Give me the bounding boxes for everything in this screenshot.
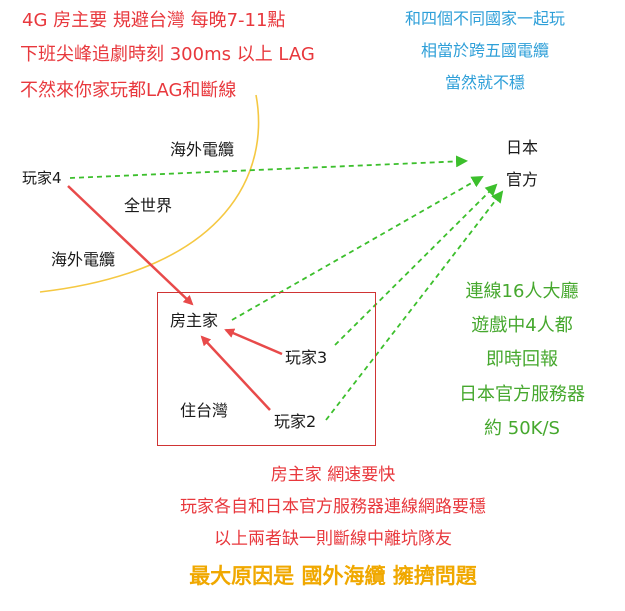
note-right-3: 即時回報 bbox=[486, 349, 558, 370]
note-top-left-3: 不然來你家玩都LAG和斷線 bbox=[20, 80, 237, 101]
arrow-player2-to-japan bbox=[325, 190, 504, 421]
world-boundary-arc bbox=[39, 94, 260, 293]
note-top-right-2: 相當於跨五國電纜 bbox=[420, 41, 550, 60]
label-world: 全世界 bbox=[124, 196, 173, 215]
arrow-host-to-japan bbox=[231, 176, 484, 321]
node-japan-official-1: 日本 bbox=[506, 138, 539, 157]
label-live-in-taiwan: 住台灣 bbox=[180, 401, 229, 420]
note-top-right-3: 當然就不穩 bbox=[444, 73, 526, 92]
arrow-player3-to-host bbox=[224, 328, 283, 356]
note-right-2: 遊戲中4人都 bbox=[471, 315, 573, 336]
arrow-player4-to-host bbox=[67, 185, 194, 306]
label-overseas-cable-left: 海外電纜 bbox=[51, 250, 116, 269]
taiwan-region-box bbox=[157, 292, 376, 446]
note-bottom-2: 玩家各自和日本官方服務器連線網路要穩 bbox=[180, 497, 486, 517]
note-top-left-1: 4G 房主要 規避台灣 每晚7-11點 bbox=[22, 10, 286, 31]
arrow-player3-to-japan bbox=[334, 183, 498, 346]
arrow-player2-to-host bbox=[200, 335, 271, 411]
note-bottom-3: 以上兩者缺一則斷線中離坑隊友 bbox=[214, 529, 452, 549]
arrow-player4-to-japan bbox=[69, 155, 468, 179]
node-player3: 玩家3 bbox=[285, 348, 328, 367]
conclusion-text: 最大原因是 國外海纜 擁擠問題 bbox=[189, 564, 477, 588]
note-right-1: 連線16人大廳 bbox=[465, 281, 579, 302]
node-japan-official-2: 官方 bbox=[506, 170, 539, 189]
note-right-5: 約 50K/S bbox=[484, 418, 560, 439]
node-player4: 玩家4 bbox=[22, 169, 62, 187]
note-right-4: 日本官方服務器 bbox=[459, 384, 585, 405]
label-overseas-cable-top: 海外電纜 bbox=[170, 140, 235, 159]
note-top-left-2: 下班尖峰追劇時刻 300ms 以上 LAG bbox=[20, 44, 315, 65]
note-bottom-1: 房主家 網速要快 bbox=[270, 465, 396, 485]
node-host-home: 房主家 bbox=[170, 311, 219, 330]
note-top-right-1: 和四個不同國家一起玩 bbox=[404, 9, 566, 28]
node-player2: 玩家2 bbox=[274, 412, 317, 431]
